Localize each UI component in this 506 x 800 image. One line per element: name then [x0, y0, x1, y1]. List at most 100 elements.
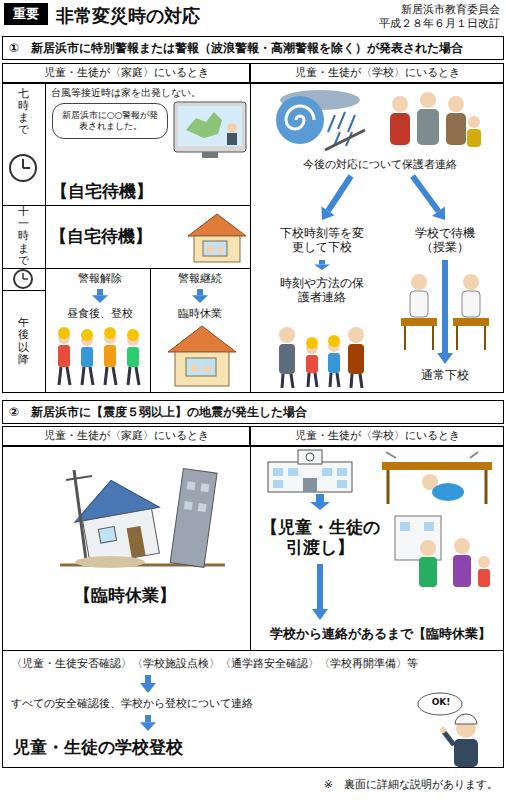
children-walking: [104, 327, 116, 385]
badge: 重要: [4, 3, 48, 25]
children-going-home: [282, 374, 283, 388]
children-going-home: [330, 373, 331, 387]
arrow-shaft: [410, 174, 441, 213]
arrow-head: [140, 722, 156, 731]
typhoon-icon: [286, 106, 314, 129]
arrow-shaft: [145, 675, 151, 683]
flow-arrow: [140, 715, 156, 731]
speech-text: OK!: [430, 697, 452, 707]
node-text: ① 新居浜市に特別警報または警報（波浪警報・高潮警報を除く）が発表された場合: [9, 41, 463, 55]
flow-arrow: [437, 260, 453, 364]
handover-scene: [478, 569, 490, 587]
children-going-home: [328, 335, 340, 347]
children-going-home: [315, 373, 317, 387]
node-text: 今後の対応について保護者連絡: [303, 158, 457, 171]
children-walking: [59, 367, 61, 385]
arrow-shaft: [145, 715, 151, 722]
arrow-shaft: [97, 289, 103, 295]
node-text: すべての安全確認後、学校から登校について連絡: [11, 697, 253, 710]
children-walking: [127, 347, 139, 367]
condition-box: 警報継続: [155, 270, 245, 287]
process-box: 通常下校: [410, 366, 480, 385]
time-cell: 十一時まで: [2, 205, 45, 268]
parents-group: [390, 92, 481, 147]
school-building: [288, 468, 298, 476]
children-walking: [58, 327, 70, 385]
children-walking: [127, 329, 139, 385]
child-under-desk: [387, 470, 390, 504]
node-text: 〈児童・生徒安否確認〉〈学校施設点検〉〈通学路安全確認〉〈学校再開準備〉等: [11, 657, 418, 670]
arrow-shaft: [317, 564, 323, 609]
arrow-head: [140, 683, 156, 693]
children-going-home: [306, 355, 318, 373]
typhoon-icon: [276, 90, 365, 150]
arrow-head: [432, 206, 445, 220]
tv-icon: [174, 102, 246, 152]
clock-icon: [22, 159, 24, 168]
column-header: 児童・生徒が〈家庭〉にいるとき: [2, 426, 250, 446]
action-box: 臨時休業: [155, 305, 245, 322]
school-building: [322, 468, 332, 476]
child-under-desk: [432, 483, 464, 501]
classroom-desks: [411, 274, 427, 290]
house-icon: [188, 214, 246, 236]
school-building: [268, 462, 352, 492]
result-box: 【臨時休業】: [40, 580, 210, 610]
tv-icon: [174, 102, 246, 158]
worker-figure: [418, 693, 478, 767]
flow-arrow: [314, 260, 330, 270]
children-going-home: [348, 327, 364, 343]
typhoon-icon: [328, 115, 335, 132]
parents-group: [392, 96, 408, 112]
revision-date: 平成２８年６月１日改訂: [379, 16, 500, 31]
table-grid: [2, 650, 504, 651]
table-grid: [2, 83, 504, 84]
children-going-home: [306, 337, 318, 349]
table-grid: [2, 63, 504, 768]
children-walking: [128, 367, 130, 385]
parents-group: [448, 96, 464, 112]
children-walking: [82, 367, 84, 385]
node-text: 臨時休業: [178, 307, 222, 320]
parents-group: [390, 96, 410, 145]
node-text: ② 新居浜市に【震度５弱以上】の地震が発生した場合: [9, 405, 307, 419]
children-going-home: [328, 335, 340, 387]
handover-scene: [419, 557, 437, 587]
arrow-shaft: [442, 260, 448, 353]
collapsed-buildings: [198, 503, 207, 512]
flow-arrow: [92, 289, 108, 303]
child-under-desk: [382, 452, 492, 504]
tv-icon: [178, 106, 242, 146]
clock-icon: [10, 155, 36, 288]
footnote: ※ 裏面に詳細な説明があります。: [324, 777, 498, 792]
children-walking: [104, 327, 116, 339]
worker-figure: [454, 739, 478, 767]
process-box: 【児童・生徒の引渡し】: [255, 512, 385, 562]
node-text: 新居浜市に○○警報が発表されました。: [58, 110, 162, 132]
school-building: [273, 468, 283, 476]
flow-arrow: [310, 494, 330, 510]
children-going-home: [337, 373, 339, 387]
tv-icon: [227, 123, 237, 133]
classroom-desks: [453, 318, 489, 326]
house-icon: [203, 241, 227, 256]
parents-group: [468, 116, 480, 128]
house-icon: [186, 358, 216, 376]
child-under-desk: [470, 452, 478, 458]
column-header: 児童・生徒が〈学校〉にいるとき: [250, 426, 504, 446]
arrow-head: [92, 295, 108, 303]
collapsed-buildings: [75, 556, 145, 568]
table-grid: [2, 446, 504, 447]
children-going-home: [351, 374, 352, 388]
children-going-home: [348, 327, 364, 388]
house-icon: [194, 236, 240, 262]
children-going-home: [279, 327, 295, 388]
node-text: 【自宅待機】: [51, 181, 153, 201]
parents-group: [420, 92, 436, 108]
children-going-home: [291, 374, 293, 388]
node-text: 児童・生徒の学校登校: [13, 737, 183, 757]
collapsed-buildings: [127, 526, 146, 558]
table-grid: [3, 64, 504, 393]
collapsed-buildings: [69, 473, 168, 567]
